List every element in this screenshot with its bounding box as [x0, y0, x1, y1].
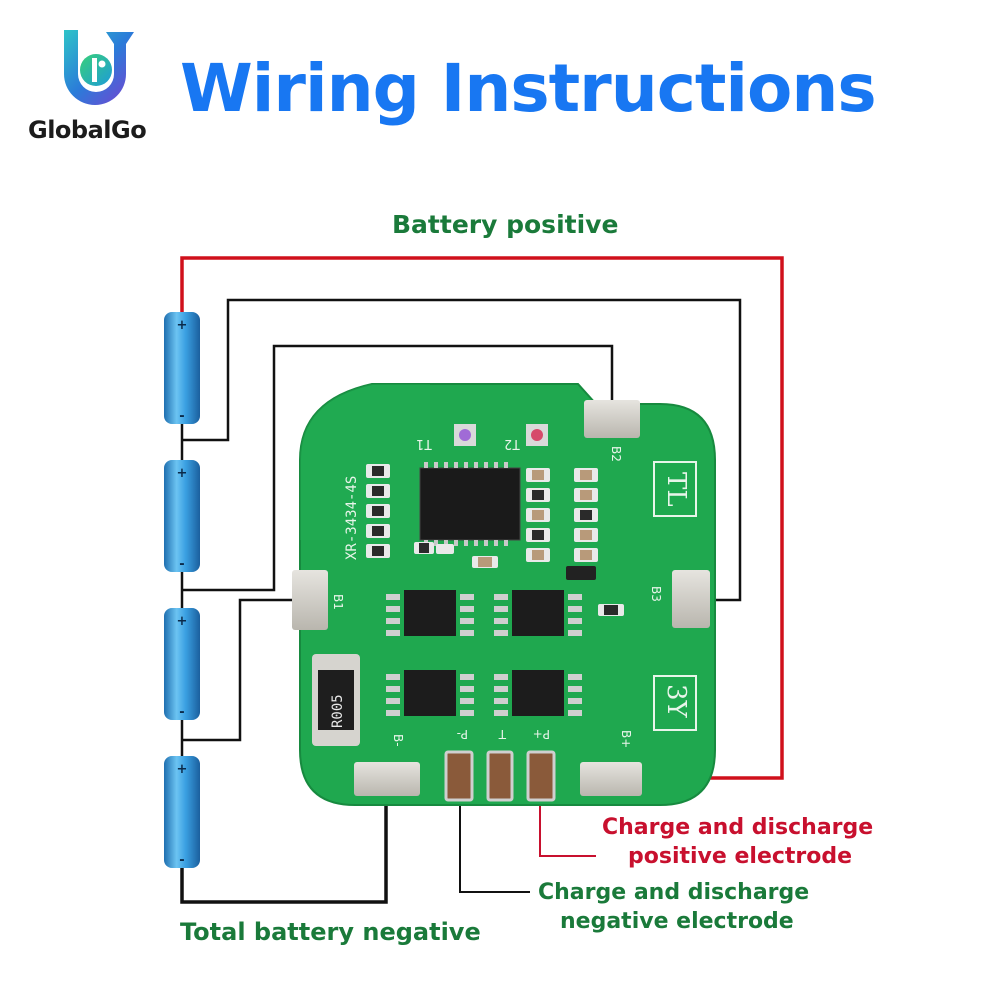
- b1-wire: [182, 598, 302, 742]
- t2-label: T2: [504, 436, 520, 451]
- pad-b3: [672, 570, 710, 628]
- board-model-label: XR-3434-4S: [344, 476, 360, 560]
- pad-b1: [292, 570, 328, 630]
- charge-discharge-positive-label-line1: Charge and discharge: [602, 815, 874, 840]
- brand-name: GlobalGo: [28, 116, 147, 144]
- cell-minus-label: -: [179, 853, 184, 868]
- battery-positive-wire: [180, 256, 784, 780]
- charge-discharge-negative-label-line1: Charge and discharge: [538, 880, 810, 905]
- 3y-marking: 3Y: [661, 684, 691, 719]
- resistor-label: R005: [330, 694, 346, 728]
- page-title: Wiring Instructions: [180, 50, 877, 127]
- pad-b-minus: [354, 762, 420, 796]
- cell-minus-label: -: [179, 557, 184, 572]
- smd-components-left: [366, 464, 390, 558]
- ic-chip: [419, 467, 521, 541]
- total-negative-wire: [180, 790, 388, 904]
- pad-b3-label: B3: [649, 586, 663, 602]
- pad-b2: [584, 400, 640, 438]
- t1-label: T1: [416, 436, 432, 451]
- shunt-resistor: R005: [312, 654, 360, 746]
- cell-plus-label: +: [177, 762, 188, 777]
- battery-cell-4: + -: [164, 756, 200, 868]
- charge-discharge-positive-label-line2: positive electrode: [628, 844, 853, 869]
- battery-cell-1: + -: [164, 312, 200, 424]
- mosfet-array: [386, 590, 582, 716]
- wires: [180, 256, 784, 904]
- b3-wire: [182, 298, 742, 602]
- p-minus-wire: [459, 795, 530, 893]
- battery-cell-3: + -: [164, 608, 200, 720]
- pad-p-minus: [444, 750, 474, 802]
- pad-t-label: T: [498, 727, 507, 741]
- pad-t: [486, 750, 514, 802]
- pad-p-plus-label: P+: [533, 727, 550, 741]
- smd-components-right: [414, 468, 624, 616]
- cell-plus-label: +: [177, 614, 188, 629]
- globalgo-logo-icon: [64, 30, 134, 105]
- b2-wire: [182, 344, 614, 592]
- cell-plus-label: +: [177, 466, 188, 481]
- tl-marking: TL: [661, 472, 691, 507]
- pad-b-plus-label: B+: [619, 730, 633, 748]
- cell-minus-label: -: [179, 409, 184, 424]
- battery-positive-label: Battery positive: [392, 210, 619, 239]
- cell-plus-label: +: [177, 318, 188, 333]
- brand-logo: GlobalGo: [28, 24, 178, 154]
- battery-cell-2: + -: [164, 460, 200, 572]
- p-plus-wire: [539, 795, 596, 857]
- pad-b2-label: B2: [609, 446, 623, 462]
- pad-b1-label: B1: [331, 594, 345, 610]
- total-battery-negative-label: Total battery negative: [180, 918, 481, 946]
- pad-p-minus-label: P-: [457, 727, 468, 741]
- pad-p-plus: [526, 750, 556, 802]
- charge-discharge-negative-label-line2: negative electrode: [560, 909, 794, 934]
- pad-b-plus: [580, 762, 642, 796]
- bms-board: XR-3434-4S T1 T2: [292, 383, 716, 806]
- cell-minus-label: -: [179, 705, 184, 720]
- pad-b-minus-label: B-: [391, 734, 405, 747]
